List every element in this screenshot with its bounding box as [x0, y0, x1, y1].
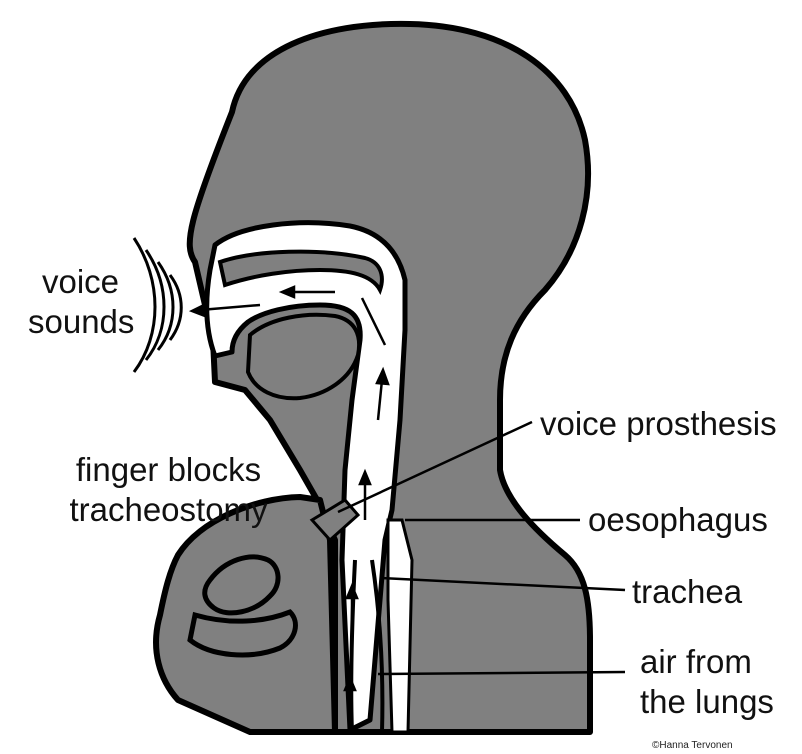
hand-and-chest [156, 497, 335, 732]
oesophagus-tube [388, 520, 412, 732]
voice-sounds-line2: sounds [28, 302, 133, 342]
sound-waves-icon [134, 238, 181, 372]
air-from-lungs-label: air from the lungs [640, 642, 774, 722]
finger-blocks-label: finger blocks tracheostomy [66, 450, 271, 530]
oesophagus-label: oesophagus [588, 500, 768, 540]
voice-sounds-line1: voice [28, 262, 133, 302]
voice-prosthesis-label: voice prosthesis [540, 404, 777, 444]
trachea-label: trachea [632, 572, 742, 612]
air-line1: air from [640, 642, 774, 682]
finger-blocks-line2: tracheostomy [66, 490, 271, 530]
copyright-credit: ©Hanna Tervonen [652, 740, 733, 752]
air-line2: the lungs [640, 682, 774, 722]
voice-sounds-label: voice sounds [28, 262, 133, 342]
finger-blocks-line1: finger blocks [66, 450, 271, 490]
